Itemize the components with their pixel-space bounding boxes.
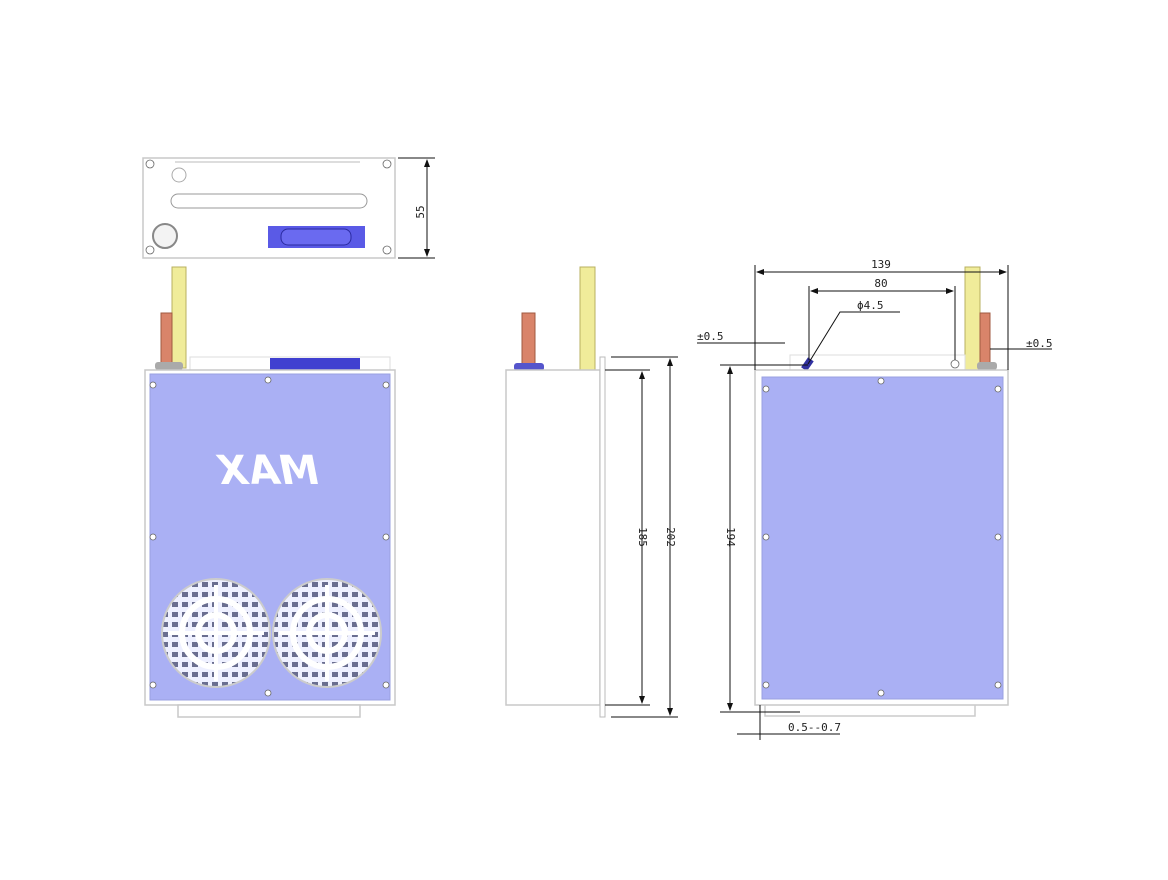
front-view: MAX [144,266,396,718]
hole-spacing-dim-label: 80 [874,277,887,290]
rear-view: 139 80 ϕ4.5 ±0.5 ±0.5 194 0.5--0.7 [697,258,1053,740]
brass-pipe [964,266,981,371]
copper-pipe [521,312,536,369]
vent-slot [170,193,368,209]
side-view: 185 202 [505,266,678,718]
mount-hole [382,159,392,169]
flange-offset-label: 0.5--0.7 [788,721,841,734]
left-tolerance-label: ±0.5 [697,330,724,343]
side-outline [505,369,601,706]
mount-hole [950,359,960,369]
hole-diameter-dim-label: ϕ4.5 [857,299,884,312]
right-tolerance-label: ±0.5 [1026,337,1053,350]
top-view: 55 [142,157,435,259]
db-connector-shell [280,228,352,246]
fan-grill-right [272,578,382,688]
body-height-dim-label: 185 [636,527,649,547]
round-connector [152,223,178,249]
bottom-flange [177,704,361,718]
port-hole [171,167,187,183]
copper-pipe [979,312,991,369]
mount-hole [145,245,155,255]
mount-pin [801,357,814,372]
height-dim-label: 194 [724,527,737,547]
panel-screws [149,376,390,697]
side-flange [599,356,606,718]
rear-panel [761,376,1004,700]
panel-screws [762,377,1002,697]
copper-pipe [160,312,173,369]
mount-hole [145,159,155,169]
brand-logo: MAX [215,448,319,494]
top-height-dim-label: 55 [414,205,427,218]
hole-diameter-leader [807,311,900,365]
pipe-nut [514,363,544,371]
bottom-flange [764,705,976,717]
overall-height-dim-label: 202 [664,527,677,547]
brass-pipe [579,266,596,371]
brass-pipe [171,266,187,369]
top-lip [789,354,966,371]
db-connector-side [270,358,360,370]
pipe-nut [155,362,183,370]
fan-grill-left [161,578,271,688]
width-dim-label: 139 [871,258,891,271]
mount-hole [382,245,392,255]
pipe-nut [977,362,997,370]
